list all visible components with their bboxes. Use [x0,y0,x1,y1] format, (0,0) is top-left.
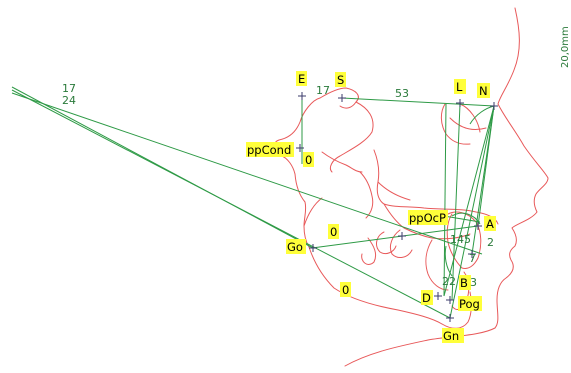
label-pog: Pog [458,296,482,311]
a-value: 2 [487,236,494,249]
label-gn: Gn [442,328,464,343]
svg-text:0: 0 [330,225,337,239]
soft-tissue-profile [344,7,549,367]
svg-text:Go: Go [287,240,303,254]
svg-text:N: N [479,84,488,98]
label-ppcond: ppCond [246,142,294,157]
b-value: 7 [469,252,476,265]
angle-value-top: 17 [62,82,76,95]
label-a: A [484,216,496,231]
zero-label-body: 0 [340,282,351,297]
svg-text:E: E [298,72,305,86]
svg-text:B: B [460,276,468,290]
svg-text:S: S [337,73,344,87]
measurement-values: 17 24 17 53 145 2 7 22 3 [62,82,494,289]
maxilla-trace [359,149,499,225]
d-b-distance: 22 [442,275,456,288]
label-b: B [459,275,471,290]
scale-label: 20,0mm [560,26,571,68]
label-ppocp: ppOcP [408,210,448,225]
svg-text:Pog: Pog [459,297,480,311]
zero-label-ppcond: 0 [303,152,314,167]
svg-text:Gn: Gn [443,329,459,343]
svg-text:0: 0 [305,153,312,167]
label-go: Go [286,239,306,254]
label-d: D [421,290,433,305]
label-e: E [296,71,307,86]
label-l: L [454,79,466,94]
svg-text:ppCond: ppCond [247,143,291,157]
point-markers [296,92,498,322]
svg-text:D: D [422,291,431,305]
orbit-trace [440,103,487,145]
cranial-base-trace [273,87,374,248]
e-s-distance: 17 [316,84,330,97]
landmark-labels: E S L N ppCond ppOcP A Go [246,71,496,343]
zero-label-ramus: 0 [328,224,339,239]
nasion-angle-value: 145 [450,233,471,246]
svg-text:L: L [456,80,463,94]
measurement-lines [11,86,495,319]
svg-text:A: A [486,217,494,231]
label-n: N [477,83,490,98]
svg-text:0: 0 [342,283,349,297]
label-s: S [335,72,346,87]
s-n-distance: 53 [395,87,409,100]
b-small-value: 3 [470,276,477,289]
angle-value-bottom: 24 [62,94,76,107]
svg-text:ppOcP: ppOcP [409,211,446,225]
